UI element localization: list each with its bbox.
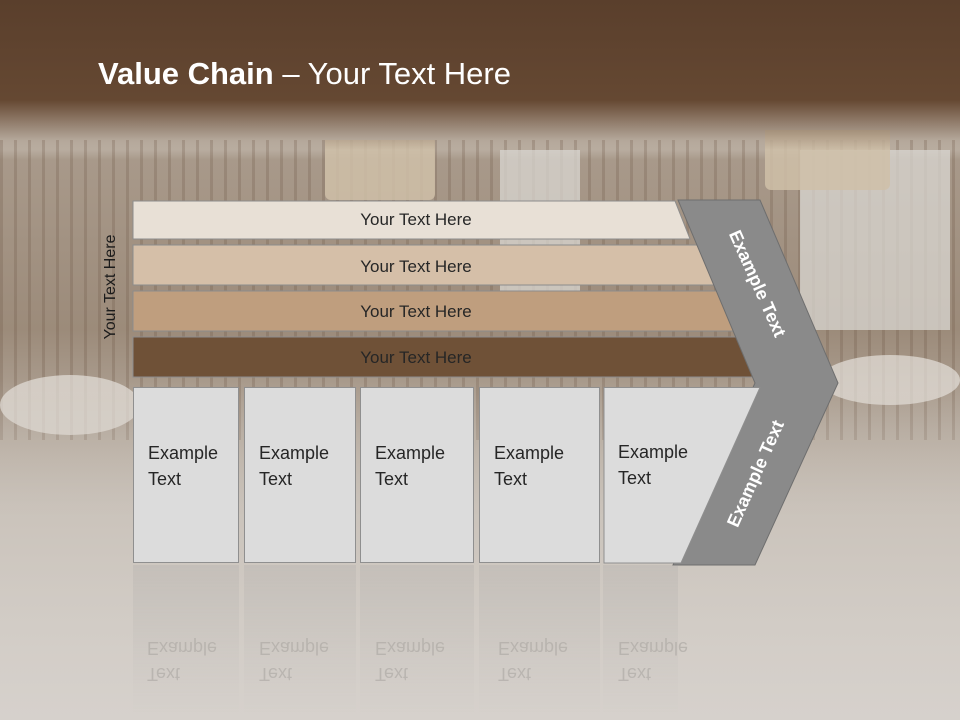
activity-box-4[interactable]: Example Text: [479, 387, 600, 563]
box-text-line1: Example: [259, 443, 330, 463]
box-text-line1: Example: [148, 443, 219, 463]
reflection-box: [360, 565, 474, 715]
slide-title[interactable]: Value Chain – Your Text Here: [98, 56, 511, 92]
box-text-line2: Text: [494, 469, 528, 489]
row-label-2: Your Text Here: [360, 257, 472, 276]
reflection-box: [133, 565, 239, 715]
reflection-box: [479, 565, 600, 715]
title-bold: Value Chain: [98, 56, 274, 91]
row-label-4: Your Text Here: [360, 348, 472, 367]
activity-box-3[interactable]: Example Text: [360, 387, 474, 563]
activity-box-1[interactable]: Example Text: [133, 387, 239, 563]
box-text-line2: Text: [375, 469, 409, 489]
box-text-line1: Example: [375, 443, 446, 463]
box-text-line2: Text: [618, 468, 652, 488]
title-bar: [0, 0, 960, 150]
box-text-line2: Text: [259, 469, 293, 489]
row-label-3: Your Text Here: [360, 302, 472, 321]
row-label-1: Your Text Here: [360, 210, 472, 229]
activity-box-5-shape: [603, 387, 761, 564]
row-bar-1[interactable]: [132, 200, 691, 240]
box-text-line2: Text: [148, 469, 182, 489]
box-text-line1: Example: [494, 443, 565, 463]
background-lamp: [325, 140, 435, 200]
activity-box-2[interactable]: Example Text: [244, 387, 356, 563]
reflection-box: [603, 565, 678, 715]
activity-box-5[interactable]: Example Text: [603, 387, 703, 563]
box-text-line1: Example: [618, 442, 689, 462]
title-rest: – Your Text Here: [273, 56, 511, 91]
reflection-box: [244, 565, 356, 715]
